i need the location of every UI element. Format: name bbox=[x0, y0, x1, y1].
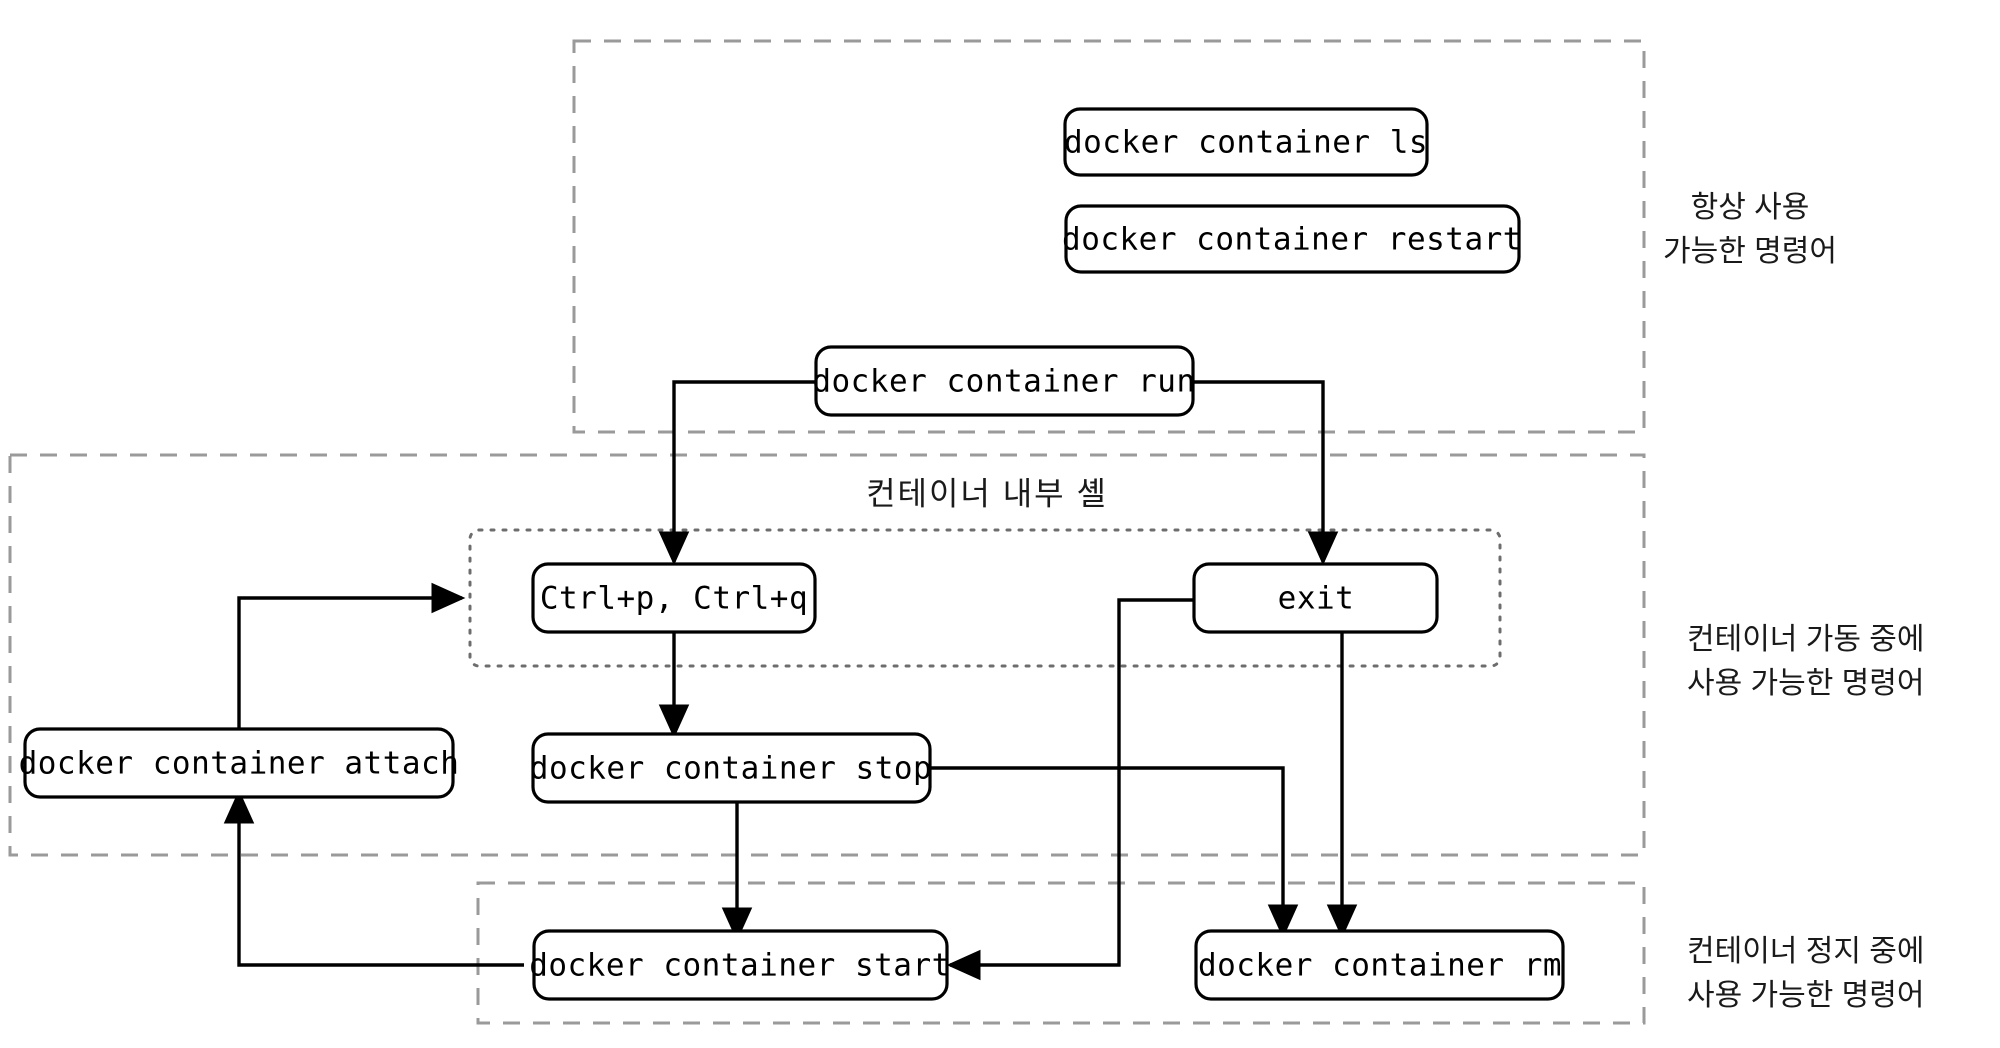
side-note-running-line2: 사용 가능한 명령어 bbox=[1687, 667, 1924, 700]
node-docker-container-attach[interactable]: docker container attach bbox=[19, 727, 460, 799]
edge-exit-to-start bbox=[946, 598, 1196, 981]
edge-start-to-attach bbox=[223, 789, 524, 967]
group-inner-shell bbox=[468, 528, 1502, 668]
node-docker-container-stop[interactable]: docker container stop bbox=[530, 732, 932, 804]
side-note-always-line1: 항상 사용 bbox=[1691, 191, 1810, 224]
side-note-always-line2: 가능한 명령어 bbox=[1663, 235, 1837, 268]
side-note-stopped: 컨테이너 정지 중에 사용 가능한 명령어 bbox=[1687, 935, 1924, 1012]
node-label-rm: docker container rm bbox=[1198, 948, 1562, 984]
group-running-available bbox=[8, 453, 1646, 857]
node-docker-container-restart[interactable]: docker container restart bbox=[1062, 204, 1522, 274]
edge-run-to-exit bbox=[1191, 380, 1339, 566]
node-label-ls: docker container ls bbox=[1064, 125, 1428, 161]
side-note-always: 항상 사용 가능한 명령어 bbox=[1663, 191, 1837, 268]
node-label-run: docker container run bbox=[812, 364, 1195, 400]
side-note-running: 컨테이너 가동 중에 사용 가능한 명령어 bbox=[1687, 623, 1924, 700]
node-label-attach: docker container attach bbox=[19, 746, 460, 782]
node-label-restart: docker container restart bbox=[1062, 222, 1522, 258]
group-always-available bbox=[572, 39, 1646, 434]
node-label-stop: docker container stop bbox=[530, 751, 932, 787]
node-docker-container-rm[interactable]: docker container rm bbox=[1194, 929, 1565, 1001]
node-exit[interactable]: exit bbox=[1192, 562, 1439, 634]
node-detach-keys[interactable]: Ctrl+p, Ctrl+q bbox=[531, 562, 817, 634]
node-docker-container-ls[interactable]: docker container ls bbox=[1063, 107, 1429, 177]
edge-stop-to-rm bbox=[930, 766, 1299, 939]
edge-run-to-detach bbox=[658, 380, 818, 566]
node-docker-container-start[interactable]: docker container start bbox=[529, 929, 951, 1001]
group-stopped-available bbox=[476, 881, 1646, 1025]
node-label-exit: exit bbox=[1278, 581, 1355, 617]
side-note-stopped-line2: 사용 가능한 명령어 bbox=[1687, 979, 1924, 1012]
node-docker-container-run[interactable]: docker container run bbox=[812, 345, 1195, 417]
edge-attach-to-inner-shell bbox=[237, 582, 466, 730]
side-note-running-line1: 컨테이너 가동 중에 bbox=[1687, 623, 1924, 656]
inner-shell-title: 컨테이너 내부 셸 bbox=[866, 475, 1108, 511]
node-label-start: docker container start bbox=[529, 948, 951, 984]
node-label-detach-keys: Ctrl+p, Ctrl+q bbox=[540, 581, 808, 617]
side-note-stopped-line1: 컨테이너 정지 중에 bbox=[1687, 935, 1924, 968]
